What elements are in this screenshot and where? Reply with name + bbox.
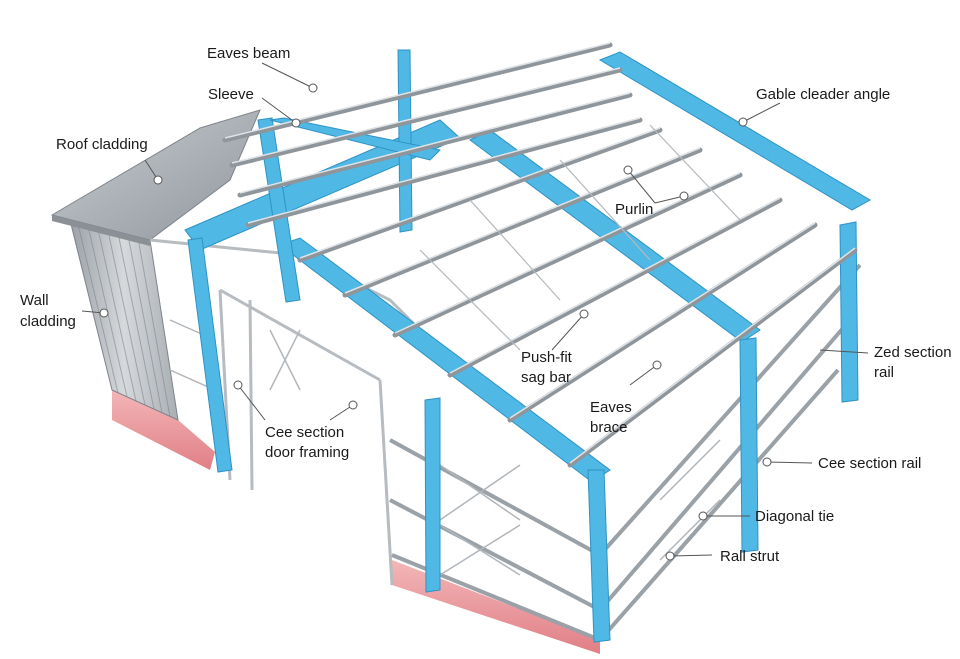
wall-bracing	[169, 319, 721, 576]
leader-lines	[81, 62, 869, 557]
label-rail-strut: Rall strut	[720, 548, 780, 565]
label-zed-section-rail-line2: rail	[874, 364, 895, 381]
label-wall-cladding-line2: cladding	[20, 313, 76, 330]
label-sleeve: Sleeve	[208, 86, 254, 103]
label-eaves-brace-line1: Eaves	[590, 399, 632, 416]
label-cee-door-line2: door framing	[265, 444, 350, 461]
label-zed-section-rail-line1: Zed section	[874, 344, 952, 361]
steel-portal-frame	[184, 49, 872, 643]
label-gable-cleader-angle: Gable cleader angle	[756, 86, 891, 103]
leader-markers	[99, 83, 772, 561]
roof-purlins	[222, 42, 858, 468]
label-diagonal-tie: Diagonal tie	[755, 508, 835, 525]
purlin-highlights	[224, 42, 856, 464]
label-cee-section-rail: Cee section rail	[818, 455, 922, 472]
label-wall-cladding-line1: Wall	[20, 292, 49, 309]
foundation-left	[112, 390, 215, 470]
wall-cladding-panel	[69, 219, 179, 421]
label-cee-door-line1: Cee section	[265, 424, 345, 441]
side-wall-rails	[389, 263, 862, 642]
sag-bars	[419, 124, 741, 351]
foundation-front	[392, 560, 600, 654]
label-roof-cladding: Roof cladding	[56, 136, 148, 153]
label-push-fit-line2: sag bar	[521, 369, 572, 386]
label-purlin: Purlin	[615, 201, 654, 218]
label-eaves-beam: Eaves beam	[207, 45, 291, 62]
label-eaves-brace-line2: brace	[590, 419, 628, 436]
label-push-fit-line1: Push-fit	[521, 349, 572, 366]
roof-cladding-sheet	[50, 109, 261, 246]
